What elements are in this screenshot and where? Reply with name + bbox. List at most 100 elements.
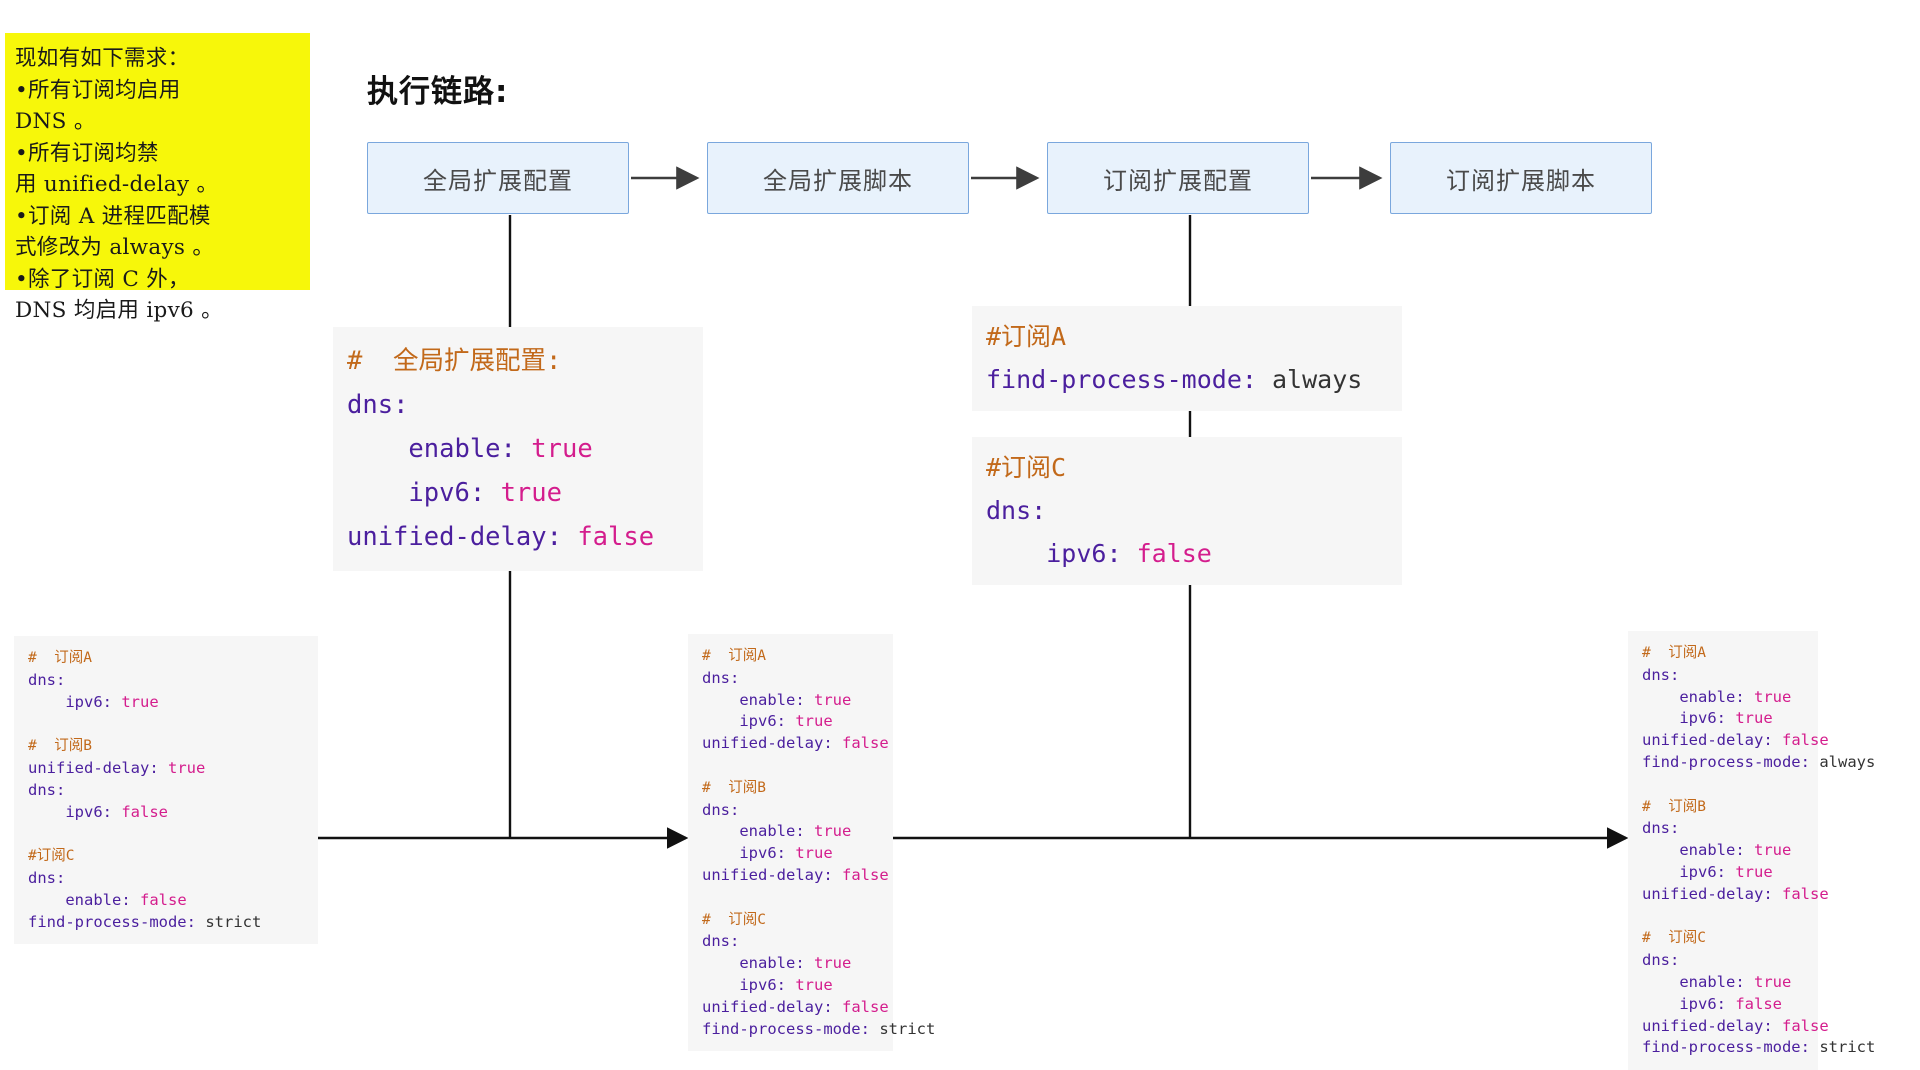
code-key: dns [1642, 819, 1670, 838]
code-value: true [1754, 841, 1792, 860]
code-punctuation: : [1670, 951, 1680, 970]
code-punctuation: : [1670, 665, 1680, 684]
code-value: true [1754, 687, 1792, 706]
code-key: unified-delay [1642, 731, 1764, 750]
code-value: false [1782, 1016, 1829, 1035]
code-value: true [814, 690, 852, 709]
code-key: dns [347, 390, 394, 420]
code-value: true [121, 692, 159, 711]
flow-box-label: 全局扩展配置 [423, 166, 573, 195]
code-punctuation: : [149, 758, 159, 777]
code-key: find-process-mode [702, 1019, 861, 1038]
code-key: dns [702, 932, 730, 951]
code-punctuation: : [776, 975, 786, 994]
code-value: false [1735, 994, 1783, 1013]
code-punctuation: : [1031, 496, 1047, 525]
code-key: dns [1642, 951, 1670, 970]
code-value: false [842, 734, 889, 753]
code-punctuation: : [1735, 841, 1745, 860]
code-key: enable [739, 954, 796, 973]
code-key: dns [28, 670, 56, 689]
code-punctuation: : [186, 912, 196, 931]
code-value: true [500, 478, 562, 508]
code-key: unified-delay [702, 865, 824, 884]
code-comment: #订阅C [986, 453, 1067, 482]
code-key: enable [1679, 687, 1736, 706]
code-value: strict [879, 1019, 936, 1038]
code-key: dns [986, 496, 1032, 525]
code-punctuation: : [393, 390, 409, 420]
code-value: always [1819, 752, 1876, 771]
code-punctuation: : [121, 890, 131, 909]
code-comment: # 订阅B [702, 779, 766, 796]
code-comment: # 订阅A [28, 650, 92, 666]
code-value: false [1782, 731, 1829, 750]
code-punctuation: : [1763, 731, 1773, 750]
code-key: find-process-mode [1642, 1038, 1801, 1057]
code-key: dns [1642, 665, 1670, 684]
flow-box-global-script[interactable]: 全局扩展脚本 [707, 142, 969, 214]
code-punctuation: : [1800, 1038, 1810, 1057]
code-key: ipv6 [1679, 994, 1717, 1013]
code-value: true [531, 434, 593, 464]
code-value: true [795, 712, 833, 731]
flow-box-sub-config[interactable]: 订阅扩展配置 [1047, 142, 1309, 214]
code-key: find-process-mode [1642, 752, 1801, 771]
code-punctuation: : [860, 1019, 870, 1038]
code-key: ipv6 [1046, 539, 1107, 568]
flow-box-label: 订阅扩展配置 [1103, 166, 1253, 195]
code-punctuation: : [823, 865, 833, 884]
code-punctuation: : [102, 692, 112, 711]
code-key: enable [1679, 972, 1736, 991]
code-comment: #订阅A [986, 322, 1067, 351]
code-key: ipv6 [65, 692, 103, 711]
code-punctuation: : [1735, 972, 1745, 991]
code-key: enable [739, 690, 796, 709]
code-value: false [842, 865, 889, 884]
code-punctuation: : [776, 844, 786, 863]
code-value: false [842, 997, 889, 1016]
code-punctuation: : [823, 997, 833, 1016]
code-block-global-config: # 全局扩展配置: dns: enable: true ipv6: true u… [333, 327, 703, 571]
code-punctuation: : [56, 670, 66, 689]
code-value: strict [1819, 1038, 1876, 1057]
diagram-canvas: 现如有如下需求： •所有订阅均启用 DNS 。 •所有订阅均禁 用 unifie… [5, 33, 1876, 1057]
requirements-sticky-note: 现如有如下需求： •所有订阅均启用 DNS 。 •所有订阅均禁 用 unifie… [5, 33, 310, 323]
code-key: enable [408, 434, 501, 464]
code-punctuation: : [795, 690, 805, 709]
code-punctuation: : [1800, 752, 1810, 771]
code-punctuation: : [1106, 539, 1122, 568]
code-value: false [140, 890, 187, 909]
flow-box-label: 全局扩展脚本 [763, 166, 913, 195]
code-key: ipv6 [739, 975, 777, 994]
code-key: enable [1679, 841, 1736, 860]
code-value: true [1735, 862, 1773, 881]
code-key: ipv6 [1679, 709, 1717, 728]
code-key: unified-delay [1642, 884, 1764, 903]
flow-box-label: 订阅扩展脚本 [1446, 166, 1596, 195]
code-key: ipv6 [65, 802, 103, 821]
code-punctuation: : [1716, 862, 1726, 881]
code-comment: # 订阅B [28, 738, 92, 755]
code-punctuation: : [1763, 884, 1773, 903]
code-punctuation: : [469, 478, 486, 508]
flow-box-sub-script[interactable]: 订阅扩展脚本 [1390, 142, 1652, 214]
code-block-patch-subscription-c: #订阅C dns: ipv6: false [972, 437, 1402, 585]
code-value: true [168, 758, 206, 777]
code-key: unified-delay [1642, 1016, 1764, 1035]
code-punctuation: : [546, 522, 562, 552]
code-comment: # 全局扩展配置: [347, 346, 562, 376]
code-punctuation: : [823, 734, 833, 753]
code-block-stage2-after-global: # 订阅A dns: enable: true ipv6: true unifi… [688, 634, 935, 1052]
code-value: false [1136, 539, 1212, 568]
code-punctuation: : [56, 780, 66, 799]
code-key: dns [702, 668, 730, 687]
code-comment: #订阅C [28, 848, 75, 865]
code-punctuation: : [56, 868, 66, 887]
code-punctuation: : [1763, 1016, 1773, 1035]
code-block-patch-subscription-a: #订阅A find-process-mode: always [972, 306, 1402, 411]
flow-box-global-config[interactable]: 全局扩展配置 [367, 142, 629, 214]
code-comment: # 订阅C [1642, 930, 1706, 947]
code-block-stage1-original: # 订阅A dns: ipv6: true # 订阅B unified-dela… [14, 636, 318, 945]
code-value: false [121, 802, 169, 821]
